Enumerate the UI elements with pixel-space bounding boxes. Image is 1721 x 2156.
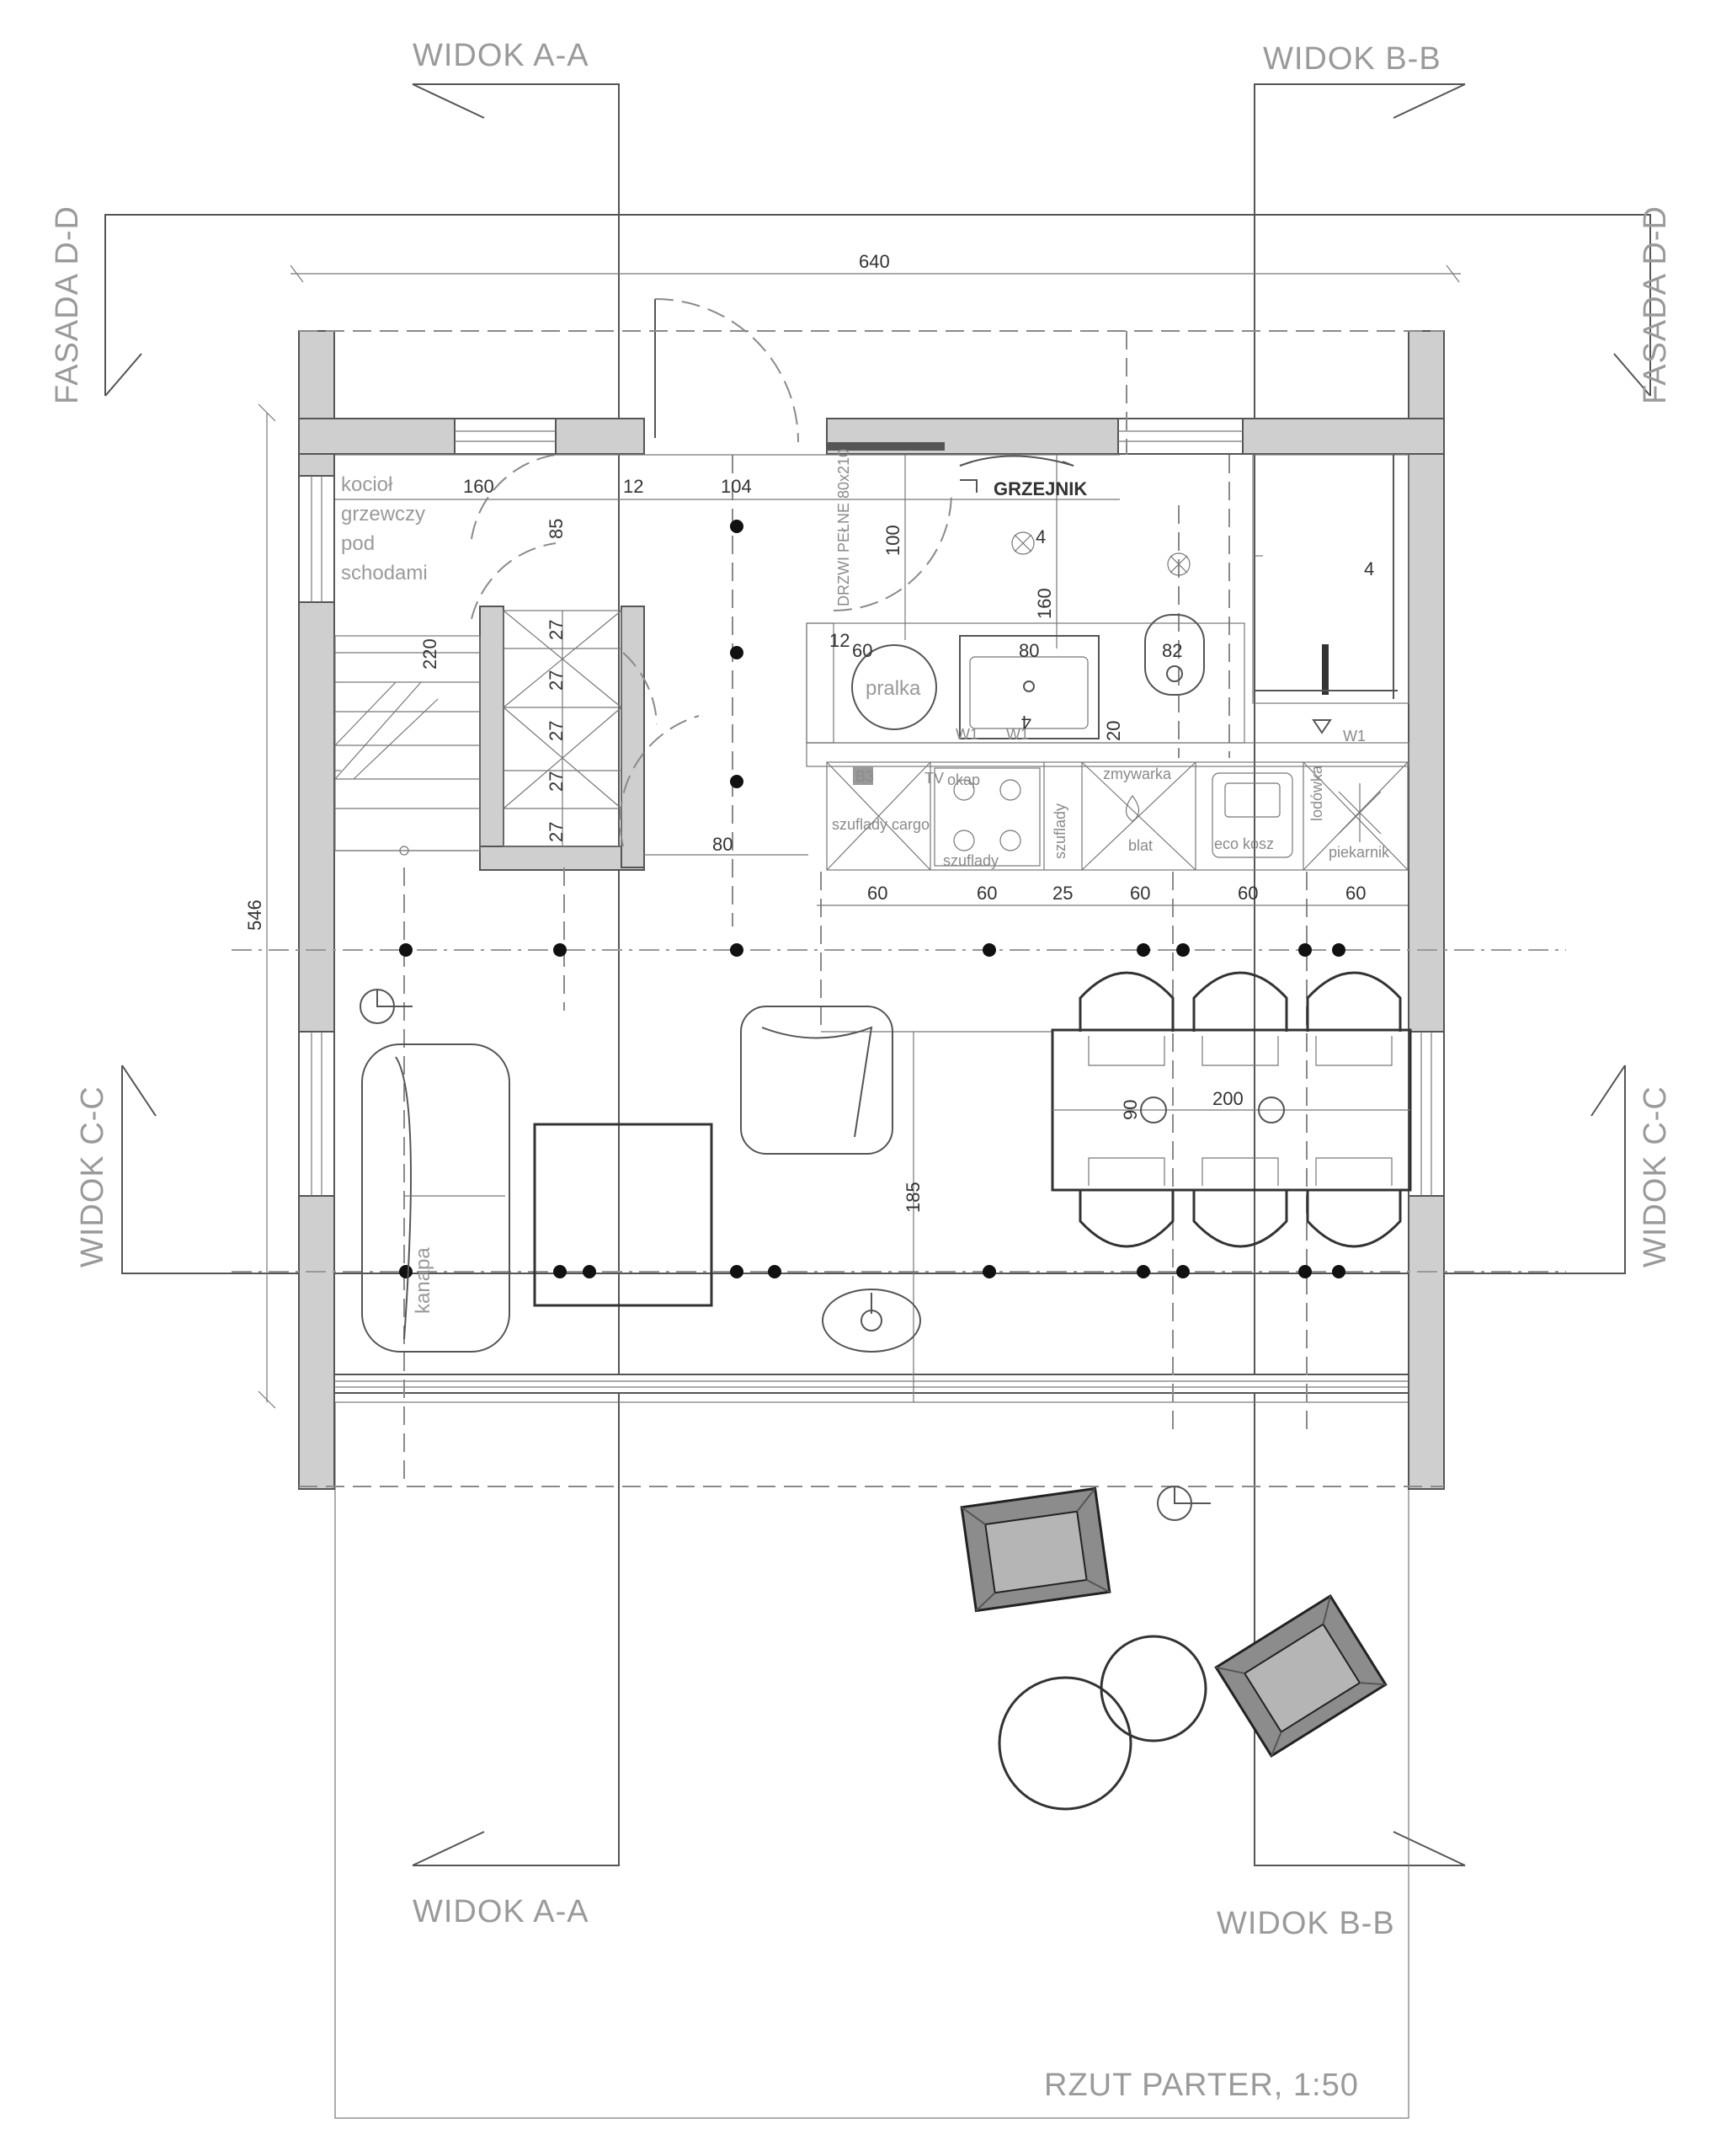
entrance-door bbox=[654, 298, 945, 451]
dimension-100: 100 bbox=[882, 525, 903, 556]
bathroom: 4 W1 GRZEJNIK 4 pralka 60 12 80 4 20 82 … bbox=[806, 449, 1409, 744]
dimension-80-sink: 80 bbox=[1019, 640, 1039, 661]
section-d-d-right-label: FASADA D-D bbox=[1638, 205, 1673, 404]
kitchen-dim-60-d: 60 bbox=[1238, 883, 1258, 904]
section-b-b-bottom-label: WIDOK B-B bbox=[1217, 1906, 1395, 1941]
dimension-82: 82 bbox=[1162, 640, 1182, 661]
dimension-546: 546 bbox=[244, 899, 265, 931]
structural-points bbox=[399, 520, 1345, 1278]
boiler-label-line3: pod bbox=[341, 532, 375, 555]
kitchen-lodowka: lodówka bbox=[1308, 765, 1325, 821]
kitchen-eco-kosz: eco kosz bbox=[1214, 835, 1274, 852]
dimension-640: 640 bbox=[859, 251, 890, 272]
kitchen-dim-25: 25 bbox=[1052, 883, 1073, 904]
dimension-90: 90 bbox=[1120, 1100, 1141, 1120]
section-b-b: WIDOK B-B WIDOK B-B bbox=[1217, 41, 1466, 1941]
section-c-c: WIDOK C-C WIDOK C-C bbox=[75, 1065, 1673, 1274]
dimension-160: 160 bbox=[463, 476, 494, 497]
dimension-overall-width: 640 bbox=[290, 251, 1461, 283]
boiler-label-line2: grzewczy bbox=[341, 503, 425, 526]
kitchen-szuflady: szuflady bbox=[943, 852, 999, 869]
section-a-a: WIDOK A-A WIDOK A-A bbox=[412, 38, 620, 1929]
window-w1-a: W1 bbox=[956, 726, 978, 743]
kitchen-dim-60-b: 60 bbox=[977, 883, 997, 904]
sofa-label: kanapa bbox=[412, 1247, 434, 1314]
dimension-104: 104 bbox=[721, 476, 752, 497]
dimension-27-a: 27 bbox=[546, 620, 567, 640]
boiler-label: kocioł grzewczy pod schodami bbox=[341, 473, 428, 584]
dimension-12-b: 12 bbox=[829, 630, 850, 651]
living-room: kanapa 185 bbox=[360, 989, 924, 1402]
section-d-d: FASADA D-D FASADA D-D bbox=[50, 205, 1673, 404]
dimension-27-d: 27 bbox=[546, 771, 567, 792]
door-spec-label: DRZWI PEŁNE 80x210 bbox=[835, 449, 852, 606]
boiler-label-line4: schodami bbox=[341, 562, 428, 584]
dimension-85: 85 bbox=[546, 519, 567, 539]
section-c-c-right-label: WIDOK C-C bbox=[1638, 1086, 1673, 1267]
stairs bbox=[334, 454, 700, 856]
boiler-label-line1: kocioł bbox=[341, 473, 393, 496]
terrace-furniture bbox=[960, 1486, 1388, 1811]
dimension-60-washer: 60 bbox=[852, 640, 872, 661]
interior-dimensions: 160 12 104 85 220 27 27 27 27 27 80 100 … bbox=[335, 454, 1120, 856]
section-b-b-top-label: WIDOK B-B bbox=[1263, 41, 1441, 77]
dining: 200 90 bbox=[1051, 971, 1412, 1248]
kitchen-b3: B3 bbox=[855, 768, 874, 785]
dimension-27-b: 27 bbox=[546, 670, 567, 691]
kitchen-okap: okap bbox=[947, 771, 980, 788]
walls bbox=[298, 330, 1445, 1490]
section-a-a-bottom-label: WIDOK A-A bbox=[413, 1894, 589, 1929]
kitchen-zmywarka: zmywarka bbox=[1103, 766, 1172, 782]
windows bbox=[298, 418, 1445, 1394]
section-c-c-left-label: WIDOK C-C bbox=[75, 1086, 110, 1267]
lounge-chair-2 bbox=[1214, 1593, 1388, 1758]
section-a-a-top-label: WIDOK A-A bbox=[413, 38, 589, 73]
dimension-27-c: 27 bbox=[546, 721, 567, 741]
dining-chairs-top bbox=[1079, 971, 1402, 1066]
dimension-4-a: 4 bbox=[1036, 526, 1046, 547]
kitchen-szuflady-vertical: szuflady bbox=[1052, 803, 1068, 859]
window-w1-b: W1 bbox=[1006, 726, 1029, 743]
kitchen-dim-60-c: 60 bbox=[1130, 883, 1150, 904]
kitchen-piekarnik: piekarnik bbox=[1329, 844, 1390, 861]
dimension-4-b: 4 bbox=[1021, 712, 1031, 733]
kitchen-tv: TV bbox=[924, 770, 944, 787]
dimension-20: 20 bbox=[1103, 721, 1124, 741]
lounge-chair-1 bbox=[960, 1486, 1111, 1613]
radiator-label: GRZEJNIK bbox=[994, 478, 1087, 499]
dimension-4-shower: 4 bbox=[1364, 558, 1374, 579]
window-w1-c: W1 bbox=[1343, 728, 1366, 744]
washer-label: pralka bbox=[866, 677, 921, 700]
dimension-27-e: 27 bbox=[546, 822, 567, 842]
kitchen-blat: blat bbox=[1128, 837, 1153, 854]
dining-chairs-bottom bbox=[1079, 1157, 1402, 1248]
dimension-overall-depth: 546 bbox=[244, 403, 276, 1409]
dimension-80-door: 80 bbox=[712, 834, 733, 855]
kitchen-dim-60-a: 60 bbox=[867, 883, 887, 904]
dimension-160-bath: 160 bbox=[1034, 588, 1055, 619]
dimension-12: 12 bbox=[623, 476, 643, 497]
dimension-185: 185 bbox=[903, 1182, 924, 1213]
kitchen: B3 TV okap zmywarka lodówka szuflady car… bbox=[806, 742, 1409, 906]
terrace-outline bbox=[334, 1401, 1409, 2119]
drawing-title: RZUT PARTER, 1:50 bbox=[1044, 2068, 1359, 2103]
kitchen-szuflady-cargo: szuflady cargo bbox=[832, 816, 930, 833]
kitchen-dim-60-e: 60 bbox=[1345, 883, 1366, 904]
dimension-220: 220 bbox=[419, 638, 440, 670]
dimension-200: 200 bbox=[1212, 1088, 1244, 1109]
section-d-d-left-label: FASADA D-D bbox=[50, 205, 85, 404]
